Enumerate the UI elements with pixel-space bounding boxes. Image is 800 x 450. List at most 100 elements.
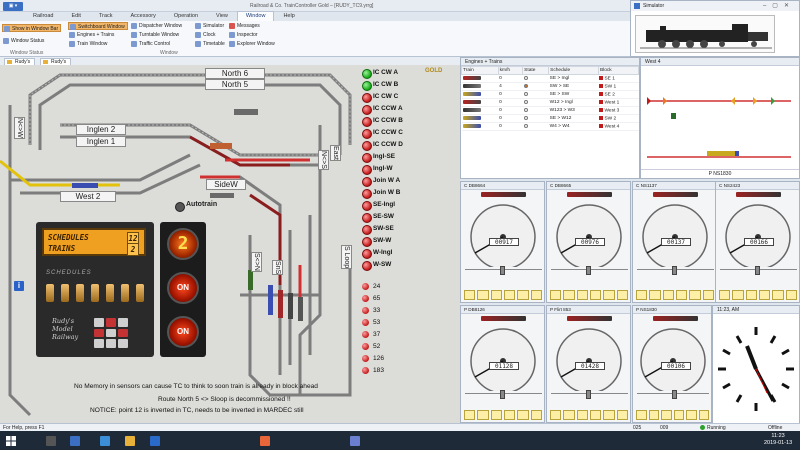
block-counter-126[interactable]: 126	[362, 354, 384, 363]
turntable-window-button[interactable]: Turntable Window	[130, 31, 181, 39]
file-explorer-icon[interactable]	[125, 436, 135, 446]
speed-slider[interactable]	[465, 390, 542, 401]
block-inglen-2[interactable]: Inglen 2	[76, 124, 126, 135]
block-s-loop[interactable]: S Loop	[341, 245, 352, 270]
dispatcher-window-button[interactable]: Dispatcher Window	[130, 22, 184, 30]
speed-slider[interactable]	[465, 266, 542, 277]
window-controls[interactable]: –▢✕	[762, 3, 795, 9]
on-lamp-1[interactable]: ON	[167, 272, 199, 304]
inspector-button[interactable]: Inspector	[228, 31, 260, 39]
firefox-icon[interactable]	[260, 436, 270, 446]
route-sw-w[interactable]: SW-W	[362, 236, 391, 247]
route-ic-ccw-d[interactable]: IC CCW D	[362, 140, 403, 151]
slider-handle[interactable]	[672, 390, 677, 399]
block-sidew[interactable]: SideW	[206, 179, 246, 190]
switchboard-window-button[interactable]: Switchboard Window	[68, 22, 128, 30]
block-counter-52[interactable]: 52	[362, 342, 380, 351]
function-buttons[interactable]	[550, 290, 628, 300]
search-icon[interactable]	[46, 436, 56, 446]
block-sns[interactable]: SnS	[272, 260, 283, 276]
block-n-s[interactable]: N<>S	[318, 150, 329, 170]
simulator-button[interactable]: Simulator	[194, 22, 226, 30]
slider-handle[interactable]	[586, 266, 591, 275]
route-ic-cw-a[interactable]: IC CW A	[362, 68, 398, 79]
block-east[interactable]: East	[330, 145, 341, 162]
speed-slider[interactable]	[551, 266, 628, 277]
state-radio[interactable]	[523, 99, 528, 104]
block-counter-37[interactable]: 37	[362, 330, 380, 339]
state-radio[interactable]	[523, 83, 528, 88]
state-radio[interactable]	[523, 91, 528, 96]
menu-operation[interactable]: Operation	[173, 13, 199, 19]
slider-handle[interactable]	[500, 266, 505, 275]
menu-help[interactable]: Help	[283, 13, 295, 19]
slider-handle[interactable]	[755, 266, 760, 275]
function-buttons[interactable]	[636, 410, 709, 420]
route-se-ingl[interactable]: SE-Ingl	[362, 200, 395, 211]
route-w-ingl[interactable]: W-Ingl	[362, 248, 392, 259]
block-counter-24[interactable]: 24	[362, 282, 380, 291]
route-ic-ccw-b[interactable]: IC CCW B	[362, 116, 403, 127]
slider-handle[interactable]	[586, 390, 591, 399]
slider-handle[interactable]	[500, 390, 505, 399]
route-ic-cw-c[interactable]: IC CW C	[362, 92, 398, 103]
speed-slider[interactable]	[551, 390, 628, 401]
col-kmh[interactable]: km/h	[497, 66, 524, 75]
state-radio[interactable]	[523, 107, 528, 112]
speed-slider[interactable]	[637, 266, 714, 277]
traincontroller-icon[interactable]	[350, 436, 360, 446]
route-ic-ccw-c[interactable]: IC CCW C	[362, 128, 403, 139]
route-join-w-b[interactable]: Join W B	[362, 188, 400, 199]
function-buttons[interactable]	[636, 290, 714, 300]
block-north-6[interactable]: North 6	[205, 68, 265, 79]
block-counter-65[interactable]: 65	[362, 294, 380, 303]
route-ingl-se[interactable]: Ingl-SE	[362, 152, 395, 163]
schedule-keypad[interactable]	[94, 318, 128, 348]
train-window-button[interactable]: Train Window	[68, 40, 109, 48]
autotrain-button[interactable]: Autotrain	[175, 201, 217, 212]
clock-button[interactable]: Clock	[194, 31, 218, 39]
menu-window[interactable]: Window	[236, 11, 275, 21]
block-s-n[interactable]: S<>N	[251, 252, 262, 272]
menu-track[interactable]: Track	[98, 13, 113, 19]
engines-trains-button[interactable]: Engines + Trains	[68, 31, 116, 39]
speed-slider[interactable]	[720, 266, 797, 277]
menu-edit[interactable]: Edit	[71, 13, 81, 19]
col-train[interactable]: Train	[461, 66, 499, 75]
block-counter-33[interactable]: 33	[362, 306, 380, 315]
col-block[interactable]: Block	[597, 66, 640, 75]
menu-railroad[interactable]: Railroad	[33, 13, 54, 19]
slider-handle[interactable]	[672, 266, 677, 275]
tray-clock[interactable]: 11:23 2019-01-13	[764, 433, 792, 447]
state-radio[interactable]	[523, 75, 528, 80]
schedule-knobs[interactable]	[46, 284, 144, 304]
route-ingl-w[interactable]: Ingl-W	[362, 164, 393, 175]
task-view-icon[interactable]	[70, 436, 80, 446]
function-buttons[interactable]	[464, 290, 542, 300]
function-buttons[interactable]	[550, 410, 628, 420]
block-north-5[interactable]: North 5	[205, 79, 265, 90]
explorer-window-button[interactable]: Explorer Window	[228, 40, 277, 48]
col-state[interactable]: State	[522, 66, 550, 75]
menu-accessory[interactable]: Accessory	[130, 13, 156, 19]
menu-view[interactable]: View	[216, 13, 228, 19]
on-lamp-2[interactable]: ON	[167, 316, 199, 348]
tab-rudys-1[interactable]: Rudy's	[4, 58, 36, 65]
col-schedule[interactable]: Schedule	[548, 66, 599, 75]
edge-icon[interactable]	[100, 436, 110, 446]
show-in-window-bar-button[interactable]: Show in Window Bar	[2, 24, 62, 32]
tab-rudys-2[interactable]: Rudy's	[40, 58, 72, 65]
traffic-control-button[interactable]: Traffic Control	[130, 40, 172, 48]
route-join-w-a[interactable]: Join W A	[362, 176, 400, 187]
block-inglen-1[interactable]: Inglen 1	[76, 136, 126, 147]
block-counter-183[interactable]: 183	[362, 366, 384, 375]
window-status-button[interactable]: Window Status	[2, 37, 46, 45]
windows-start-icon[interactable]	[6, 436, 16, 446]
block-n-w[interactable]: N<>W	[14, 117, 25, 139]
